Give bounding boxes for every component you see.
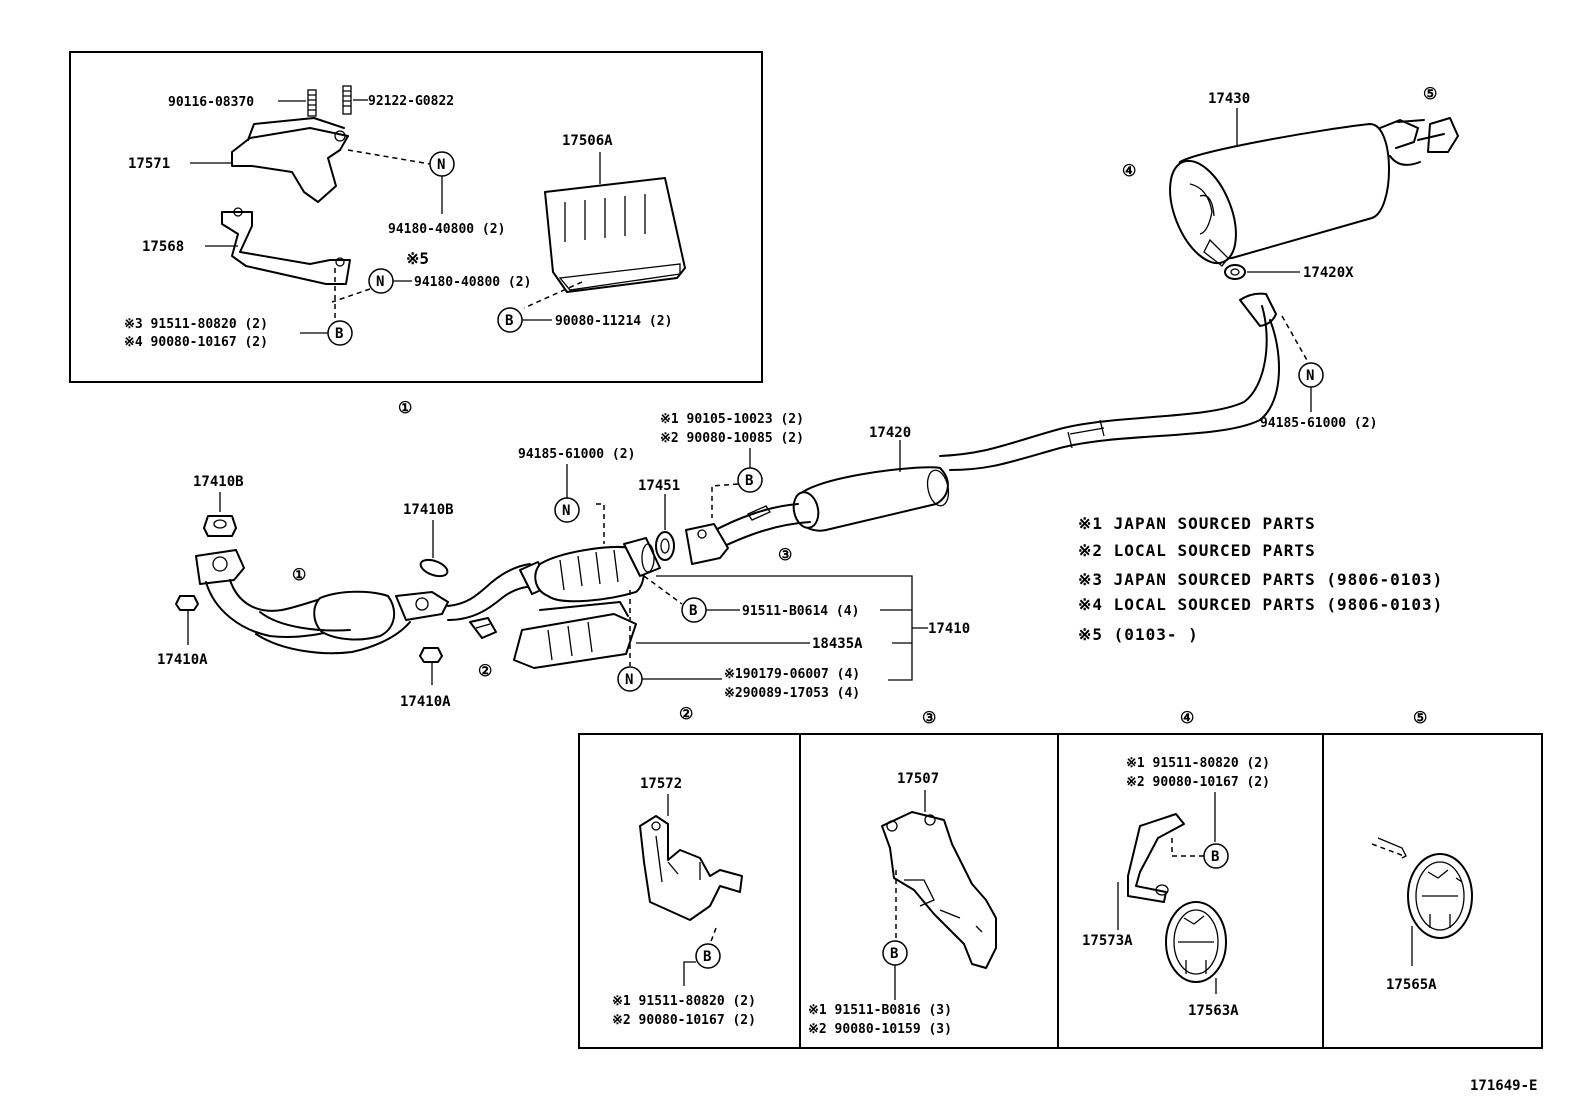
bracket-17571 bbox=[231, 117, 349, 203]
label-17420: 17420 bbox=[869, 425, 911, 441]
label-17451: 17451 bbox=[638, 478, 680, 494]
hanger-rod-17573A bbox=[1127, 813, 1185, 903]
detail-1-index: ① bbox=[398, 398, 412, 417]
hanger-index-3: ③ bbox=[778, 545, 792, 564]
label-17571: 17571 bbox=[128, 156, 170, 172]
label-note1-90105: ※1 90105-10023 (2) bbox=[660, 412, 804, 427]
label-17430: 17430 bbox=[1208, 91, 1250, 107]
hanger-index-4: ④ bbox=[1122, 161, 1136, 180]
label-17410A-left: 17410A bbox=[157, 652, 208, 668]
note-5: ※5 (0103- ) bbox=[1078, 625, 1199, 644]
front-pipe-index-1: ① bbox=[292, 565, 306, 584]
label-note5-mark: ※5 bbox=[406, 249, 429, 268]
gasket-17451 bbox=[655, 531, 675, 561]
label-94180-40800-b: 94180-40800 (2) bbox=[414, 275, 531, 290]
insulator-18435A bbox=[513, 613, 637, 669]
label-92122-G0822: 92122-G0822 bbox=[368, 94, 454, 109]
label-17410B-left: 17410B bbox=[193, 474, 244, 490]
figure-id: 171649-E bbox=[1470, 1078, 1537, 1094]
label-17410B-mid: 17410B bbox=[403, 502, 454, 518]
note-3: ※3 JAPAN SOURCED PARTS (9806-0103) bbox=[1078, 570, 1443, 589]
gasket-17420X bbox=[1224, 264, 1246, 280]
note-1: ※1 JAPAN SOURCED PARTS bbox=[1078, 514, 1316, 533]
label-17410A-mid: 17410A bbox=[400, 694, 451, 710]
callout-n-3: N bbox=[1306, 368, 1314, 384]
label-94185-61000-mid: 94185-61000 (2) bbox=[518, 447, 635, 462]
detail-2-index: ② bbox=[679, 704, 693, 723]
label-note4-90080: ※4 90080-10167 (2) bbox=[124, 335, 268, 350]
hanger-index-5: ⑤ bbox=[1423, 84, 1437, 103]
detail-3-index: ③ bbox=[922, 708, 936, 727]
label-90080-11214: 90080-11214 (2) bbox=[555, 314, 672, 329]
callout-n-2: N bbox=[376, 274, 384, 290]
front-pipe-index-2: ② bbox=[478, 661, 492, 680]
callout-b-7: B bbox=[1211, 849, 1219, 865]
label-94180-40800-a: 94180-40800 (2) bbox=[388, 222, 505, 237]
pipe-17420: 17420 ③ bbox=[685, 292, 1281, 565]
callout-b-5: B bbox=[703, 949, 711, 965]
label-90179-06007: ※190179-06007 (4) bbox=[724, 667, 860, 682]
front-pipe-17410: 17410B ① ② 17410A 17410B bbox=[157, 474, 970, 710]
label-17507: 17507 bbox=[897, 771, 939, 787]
detail-5-index: ⑤ bbox=[1413, 708, 1427, 727]
hanger-detail-5: 17565A bbox=[1371, 837, 1473, 993]
label-17410: 17410 bbox=[928, 621, 970, 637]
label-17572-bolt1: ※1 91511-80820 (2) bbox=[612, 994, 756, 1009]
label-17572: 17572 bbox=[640, 776, 682, 792]
label-note3-91511: ※3 91511-80820 (2) bbox=[124, 317, 268, 332]
label-17506A: 17506A bbox=[562, 133, 613, 149]
label-90089-17053: ※290089-17053 (4) bbox=[724, 686, 860, 701]
callout-b-2: B bbox=[505, 313, 513, 329]
label-17568: 17568 bbox=[142, 239, 184, 255]
callout-b-3: B bbox=[745, 473, 753, 489]
label-17573A: 17573A bbox=[1082, 933, 1133, 949]
label-17507-bolt1: ※1 91511-B0816 (3) bbox=[808, 1003, 952, 1018]
detail-4-index: ④ bbox=[1180, 708, 1194, 727]
label-hanger4-bolt2: ※2 90080-10167 (2) bbox=[1126, 775, 1270, 790]
detail-box-1: 90116-08370 92122-G0822 17571 17568 1750… bbox=[69, 51, 763, 383]
stud-92122 bbox=[342, 85, 352, 115]
callout-b-6: B bbox=[890, 946, 898, 962]
callout-n-4: N bbox=[562, 503, 570, 519]
label-hanger4-bolt1: ※1 91511-80820 (2) bbox=[1126, 756, 1270, 771]
label-17565A: 17565A bbox=[1386, 977, 1437, 993]
muffler-assembly: 17430 ⑤ ④ bbox=[1122, 84, 1459, 267]
detail-boxes-lower bbox=[578, 733, 1543, 1049]
callout-n-1: N bbox=[437, 157, 445, 173]
stud-90116 bbox=[307, 89, 317, 117]
bracket-17507: 17507 B ※1 91511-B0816 (3) ※2 90080-1015… bbox=[808, 771, 997, 1037]
label-90116-08370: 90116-08370 bbox=[168, 95, 254, 110]
label-17572-bolt2: ※2 90080-10167 (2) bbox=[612, 1013, 756, 1028]
label-17420X: 17420X bbox=[1303, 265, 1354, 281]
label-17507-bolt2: ※2 90080-10159 (3) bbox=[808, 1022, 952, 1037]
label-note2-90080: ※2 90080-10085 (2) bbox=[660, 431, 804, 446]
label-18435A: 18435A bbox=[812, 636, 863, 652]
callout-b-4: B bbox=[689, 603, 697, 619]
label-94185-61000-right: 94185-61000 (2) bbox=[1260, 416, 1377, 431]
bracket-17572: 17572 B ※1 91511-80820 (2) ※2 90080-1016… bbox=[612, 776, 756, 1028]
label-17563A: 17563A bbox=[1188, 1003, 1239, 1019]
note-4: ※4 LOCAL SOURCED PARTS (9806-0103) bbox=[1078, 595, 1443, 614]
note-2: ※2 LOCAL SOURCED PARTS bbox=[1078, 541, 1316, 560]
notes-block: ※1 JAPAN SOURCED PARTS ※2 LOCAL SOURCED … bbox=[1078, 514, 1443, 644]
bracket-17568 bbox=[221, 211, 351, 285]
callout-b-1: B bbox=[335, 326, 343, 342]
insulator-17506A bbox=[544, 177, 686, 293]
label-91511-B0614: 91511-B0614 (4) bbox=[742, 604, 859, 619]
hanger-detail-4: ※1 91511-80820 (2) ※2 90080-10167 (2) B … bbox=[1082, 756, 1270, 1019]
callout-n-5: N bbox=[625, 672, 633, 688]
